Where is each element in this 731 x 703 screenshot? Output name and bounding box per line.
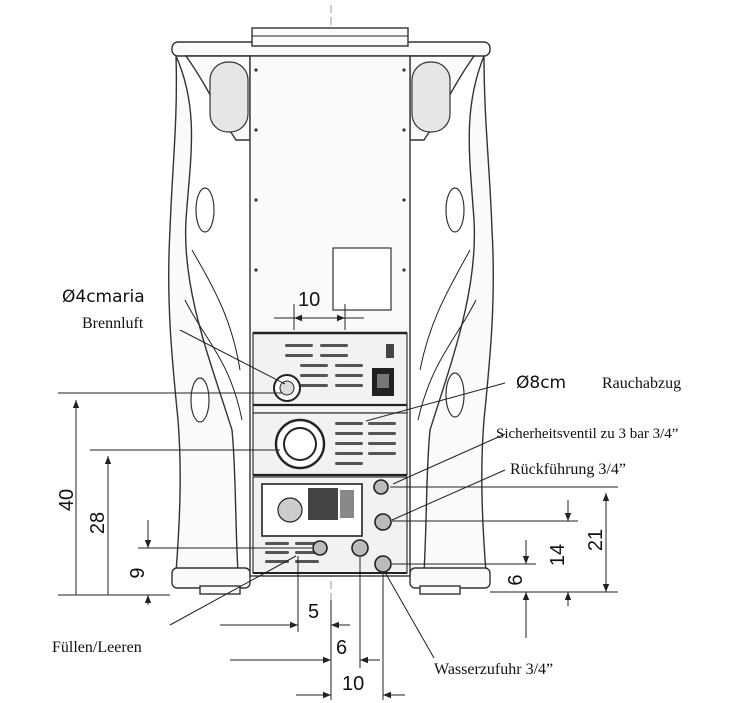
stove-base	[171, 567, 491, 595]
leader-lines	[169, 329, 506, 659]
dimension-right-21	[390, 486, 618, 592]
dimension-bottom-10	[296, 572, 405, 700]
dimension-left-9	[138, 520, 312, 605]
stove-top-lid	[171, 27, 491, 57]
dimension-bottom-5	[220, 556, 350, 632]
dimension-left-28	[90, 449, 280, 595]
dim-6-bottom-value: 6	[336, 637, 347, 659]
switch	[386, 344, 394, 358]
safety-valve-label: Sicherheitsventil zu 3 bar 3/4”	[496, 426, 678, 442]
return-fitting	[374, 513, 392, 531]
dim-14-value: 14	[547, 544, 569, 566]
dim-6-right-value: 6	[505, 574, 527, 585]
water-inlet-label: Wasserzufuhr 3/4”	[434, 661, 553, 678]
fill-drain-fitting	[312, 540, 328, 556]
flue-diameter-label: Ø8cm	[516, 373, 566, 393]
hydraulic-section	[252, 476, 408, 574]
dim-21-value: 21	[585, 529, 607, 551]
dimension-top-10	[274, 304, 364, 330]
inlet-fitting-top	[351, 539, 369, 557]
dimension-right-14	[392, 500, 578, 606]
air-name-label: Brennluft	[82, 315, 144, 332]
dimension-left-40	[58, 392, 282, 596]
dim-28-value: 28	[87, 512, 109, 534]
safety-valve-fitting	[373, 479, 389, 495]
dimension-bottom-6	[230, 556, 380, 668]
dim-40-value: 40	[56, 489, 78, 511]
dim-10-bottom-value: 10	[342, 673, 364, 695]
dimension-right-6	[392, 540, 618, 638]
left-side-casing	[168, 55, 251, 573]
dim-5-value: 5	[308, 601, 319, 623]
return-line-label: Rückführung 3/4”	[510, 461, 626, 478]
dim-9-value: 9	[127, 567, 149, 578]
upper-vent-section	[252, 331, 408, 414]
air-diameter-label: Ø4cmaria	[62, 287, 145, 307]
fill-drain-label: Füllen/Leeren	[52, 639, 142, 656]
flue-section	[252, 412, 408, 477]
dim-top-10-value: 10	[298, 289, 320, 311]
flue-name-label: Rauchabzug	[602, 375, 681, 392]
water-inlet-fitting	[374, 555, 392, 573]
access-plate	[332, 247, 392, 311]
right-side-casing	[409, 55, 494, 573]
